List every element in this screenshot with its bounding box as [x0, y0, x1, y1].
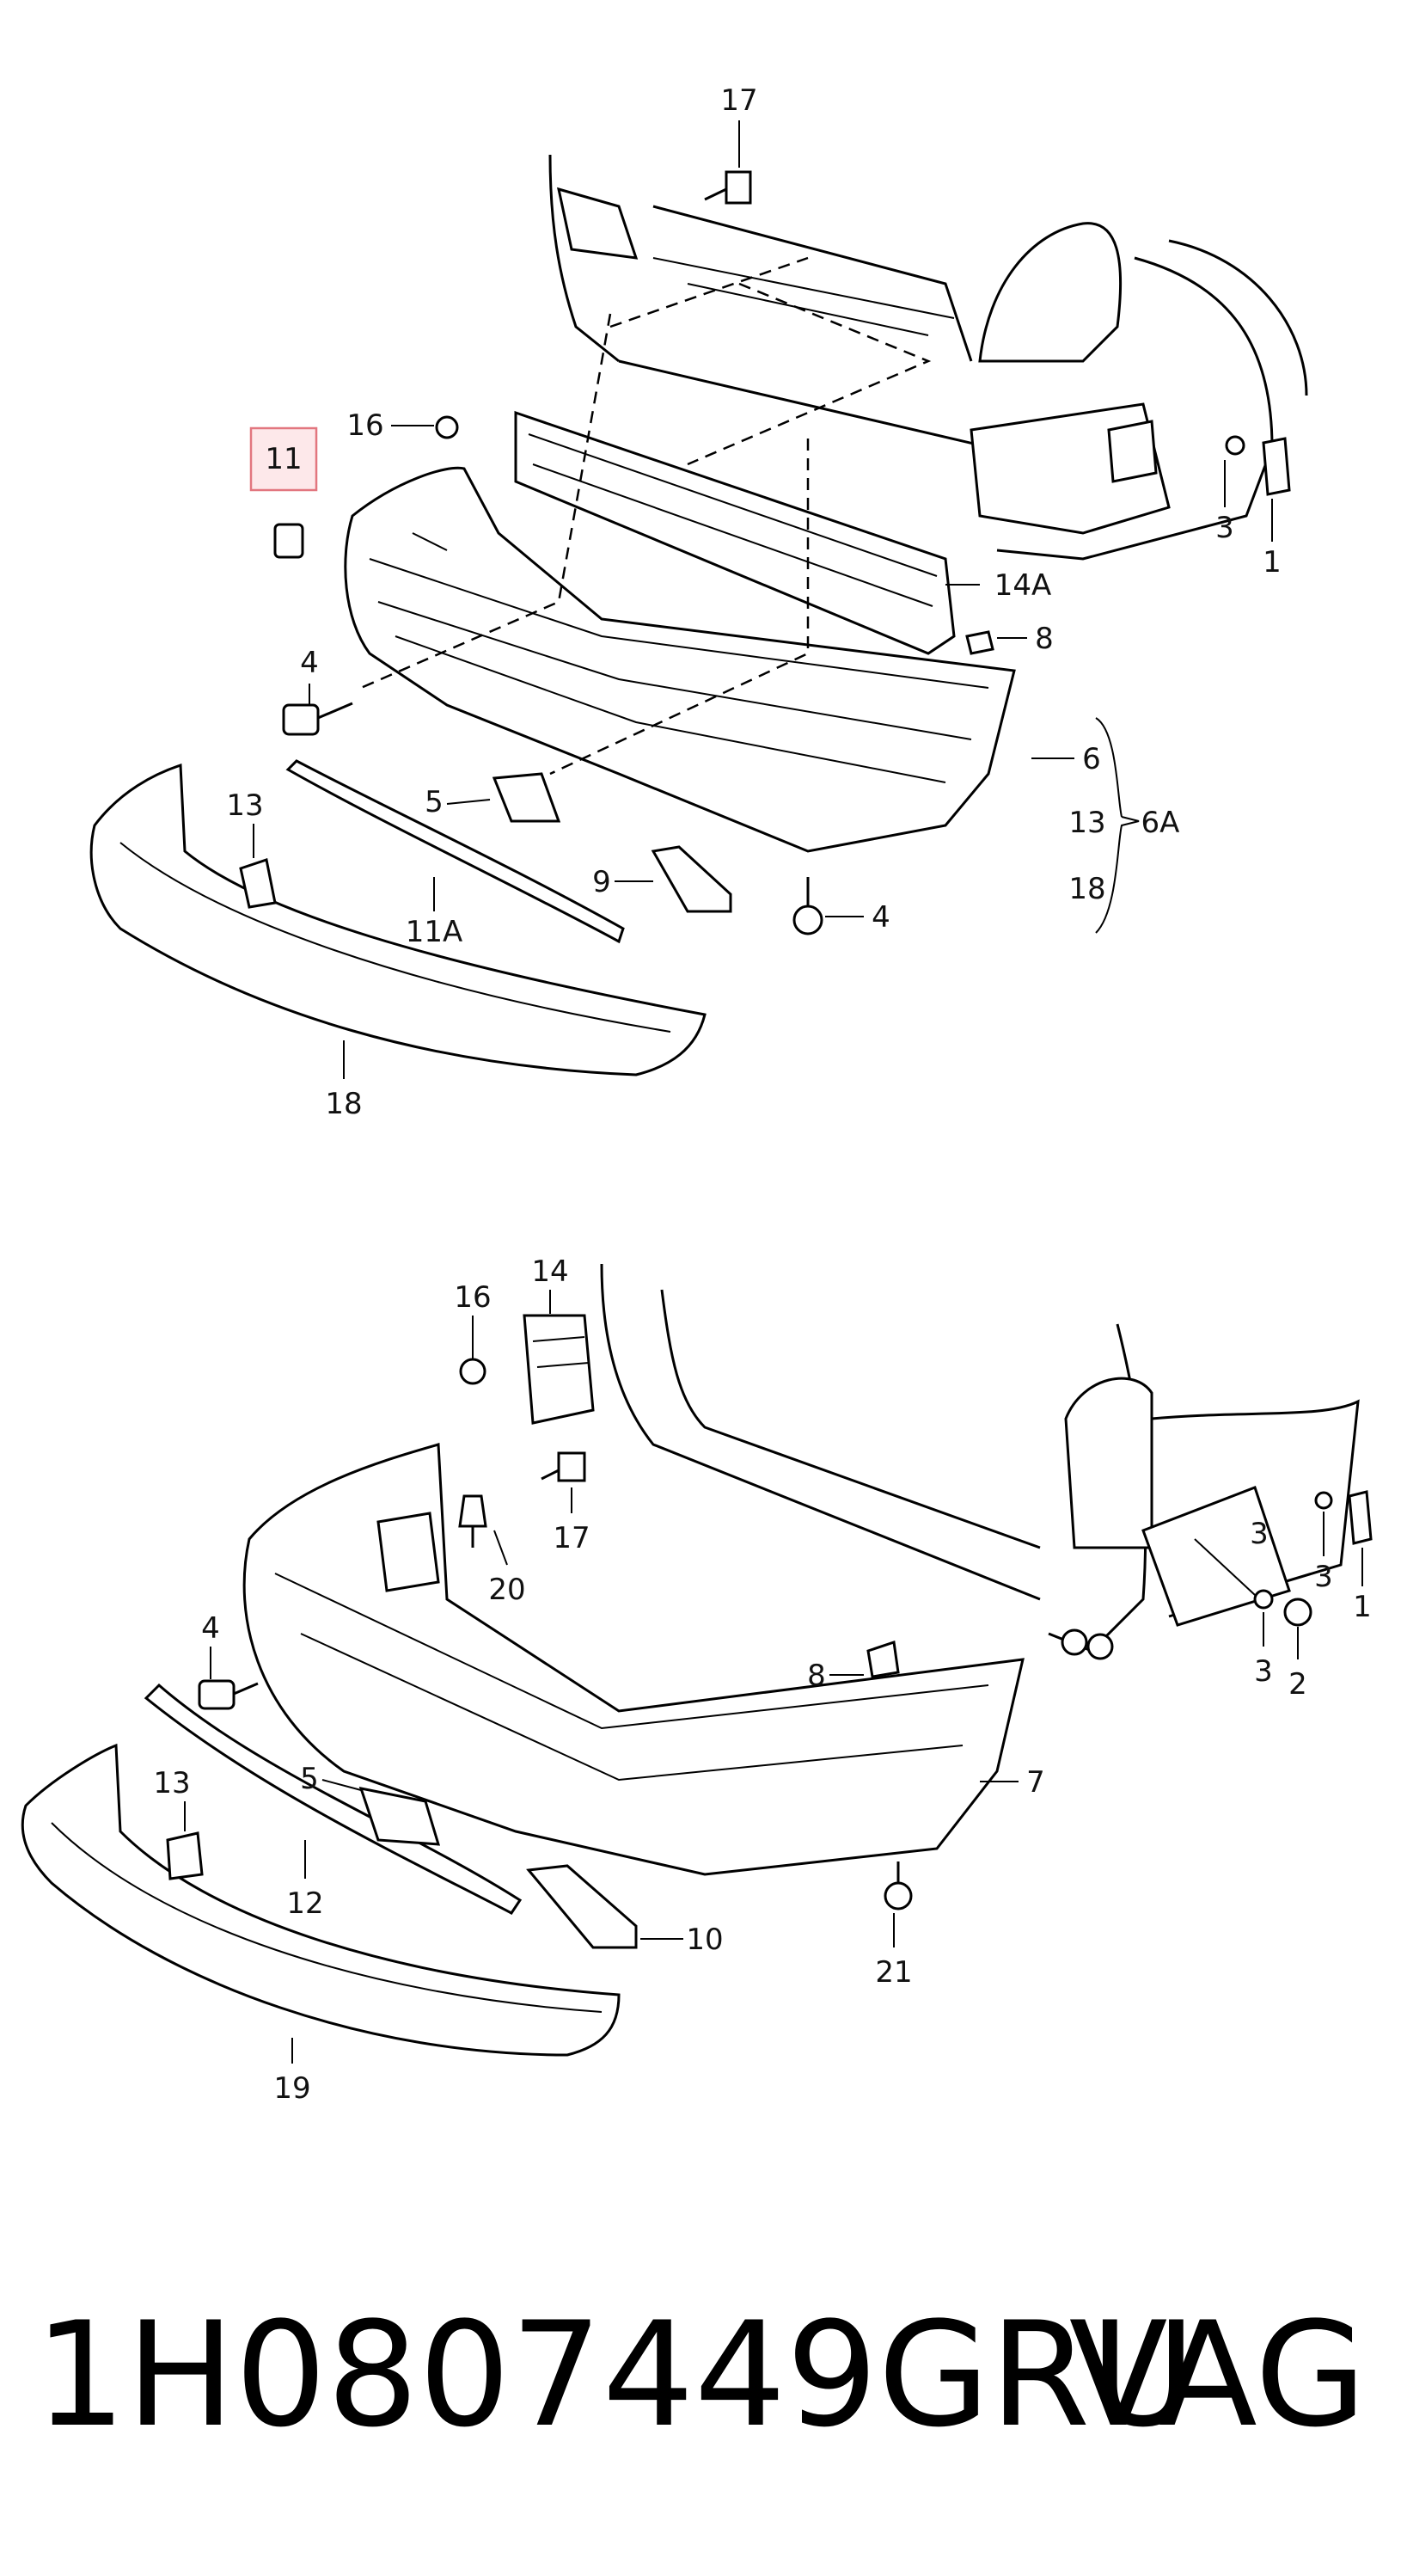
- bumper-cover-6: [344, 466, 1016, 853]
- label-17-top: 17: [720, 83, 757, 118]
- bolt-4-bottom: [198, 1679, 259, 1710]
- diagram-top: 17 16 11 14A 8 4 6 13 6A 18 5 11A 9 4 13…: [89, 83, 1308, 1121]
- label-18-bracket: 18: [1068, 872, 1105, 906]
- clip-20: [458, 1494, 487, 1548]
- car-body-bottom: [600, 1263, 1360, 1660]
- bolt-17-bottom: [541, 1451, 586, 1482]
- spoiler-18: [89, 763, 707, 1076]
- washer-3-bottom-right: [1314, 1491, 1333, 1510]
- nut-16-top: [435, 415, 459, 439]
- bumper-cover-7: [242, 1443, 1025, 1876]
- clip-8-bottom: [866, 1641, 900, 1678]
- label-4-top-right: 4: [872, 900, 890, 935]
- clip-11: [273, 523, 304, 559]
- bracket-1-top: [1262, 437, 1291, 496]
- label-5-bottom: 5: [300, 1762, 319, 1796]
- label-12: 12: [286, 1886, 323, 1921]
- labels-bottom: 14 16 17 20 4 8 13 5 12 10 7 21 19 3 1 3…: [153, 1254, 1371, 2106]
- cover-5: [492, 772, 561, 823]
- washer-3-top: [1225, 435, 1245, 456]
- washer-3-bottom-left: [1253, 1589, 1274, 1610]
- label-13-bracket: 13: [1068, 806, 1105, 840]
- labels-top: 17 16 11 14A 8 4 6 13 6A 18 5 11A 9 4 13…: [226, 83, 1281, 1121]
- label-21: 21: [875, 1955, 912, 1990]
- car-body-top: [548, 154, 1308, 561]
- label-17-bottom: 17: [553, 1521, 590, 1555]
- label-6a: 6A: [1141, 806, 1180, 840]
- bolt-21: [884, 1861, 913, 1911]
- label-19: 19: [273, 2071, 310, 2106]
- label-11a: 11A: [406, 915, 463, 949]
- housing-14: [523, 1314, 595, 1425]
- label-3-bottom-right: 3: [1314, 1560, 1333, 1594]
- bumper-carrier-14a: [514, 410, 956, 655]
- nut-16-bottom: [459, 1358, 486, 1385]
- label-3-top: 3: [1215, 511, 1234, 545]
- label-8-bottom: 8: [807, 1659, 826, 1693]
- label-11: 11: [265, 442, 302, 476]
- label-6: 6: [1082, 742, 1101, 776]
- label-4-top-left: 4: [300, 646, 319, 680]
- highlight-box-11: [249, 426, 318, 492]
- label-16-bottom: 16: [454, 1280, 491, 1315]
- label-3-bottom-mid: 3: [1250, 1517, 1269, 1551]
- label-4-bottom: 4: [201, 1611, 220, 1646]
- trim-strip-12: [144, 1683, 523, 1915]
- deflector-9: [651, 845, 732, 913]
- cover-5-bottom: [358, 1787, 441, 1846]
- label-14a: 14A: [994, 568, 1052, 603]
- bolt-4-left: [282, 702, 353, 736]
- bolt-4-right: [792, 877, 823, 935]
- bracket-1-bottom: [1348, 1490, 1373, 1545]
- nut-2: [1283, 1598, 1312, 1627]
- label-20: 20: [488, 1573, 525, 1607]
- diagram-bottom: 14 16 17 20 4 8 13 5 12 10 7 21 19 3 1 3…: [21, 1254, 1373, 2106]
- trim-strip-11a: [285, 759, 625, 944]
- label-13-bottom: 13: [153, 1766, 190, 1800]
- part-number: 1H0807449GRU: [34, 2291, 1196, 2459]
- label-7: 7: [1026, 1765, 1045, 1800]
- label-2: 2: [1288, 1667, 1307, 1702]
- clip-13-bottom: [166, 1831, 204, 1880]
- label-8-top: 8: [1035, 622, 1054, 656]
- label-1-bottom: 1: [1353, 1590, 1372, 1624]
- footer: 1H0807449GRU VAG: [34, 2291, 1367, 2459]
- callouts-top: [253, 120, 1273, 1079]
- label-9: 9: [592, 865, 611, 899]
- label-10: 10: [686, 1923, 723, 1957]
- bolt-17-top: [704, 170, 752, 205]
- label-18-top: 18: [325, 1087, 362, 1121]
- label-14: 14: [531, 1254, 568, 1289]
- label-13-top: 13: [226, 788, 263, 823]
- deflector-10: [526, 1864, 638, 1949]
- spoiler-19: [21, 1743, 621, 2057]
- clip-8-top: [965, 630, 994, 655]
- label-5-top: 5: [425, 785, 444, 819]
- label-1-top: 1: [1263, 545, 1282, 580]
- brand-name: VAG: [1069, 2291, 1367, 2459]
- clip-13-top: [239, 858, 277, 909]
- label-3-bottom-left: 3: [1254, 1654, 1273, 1689]
- callouts-bottom: [184, 1290, 1363, 2064]
- label-16-top: 16: [346, 408, 383, 443]
